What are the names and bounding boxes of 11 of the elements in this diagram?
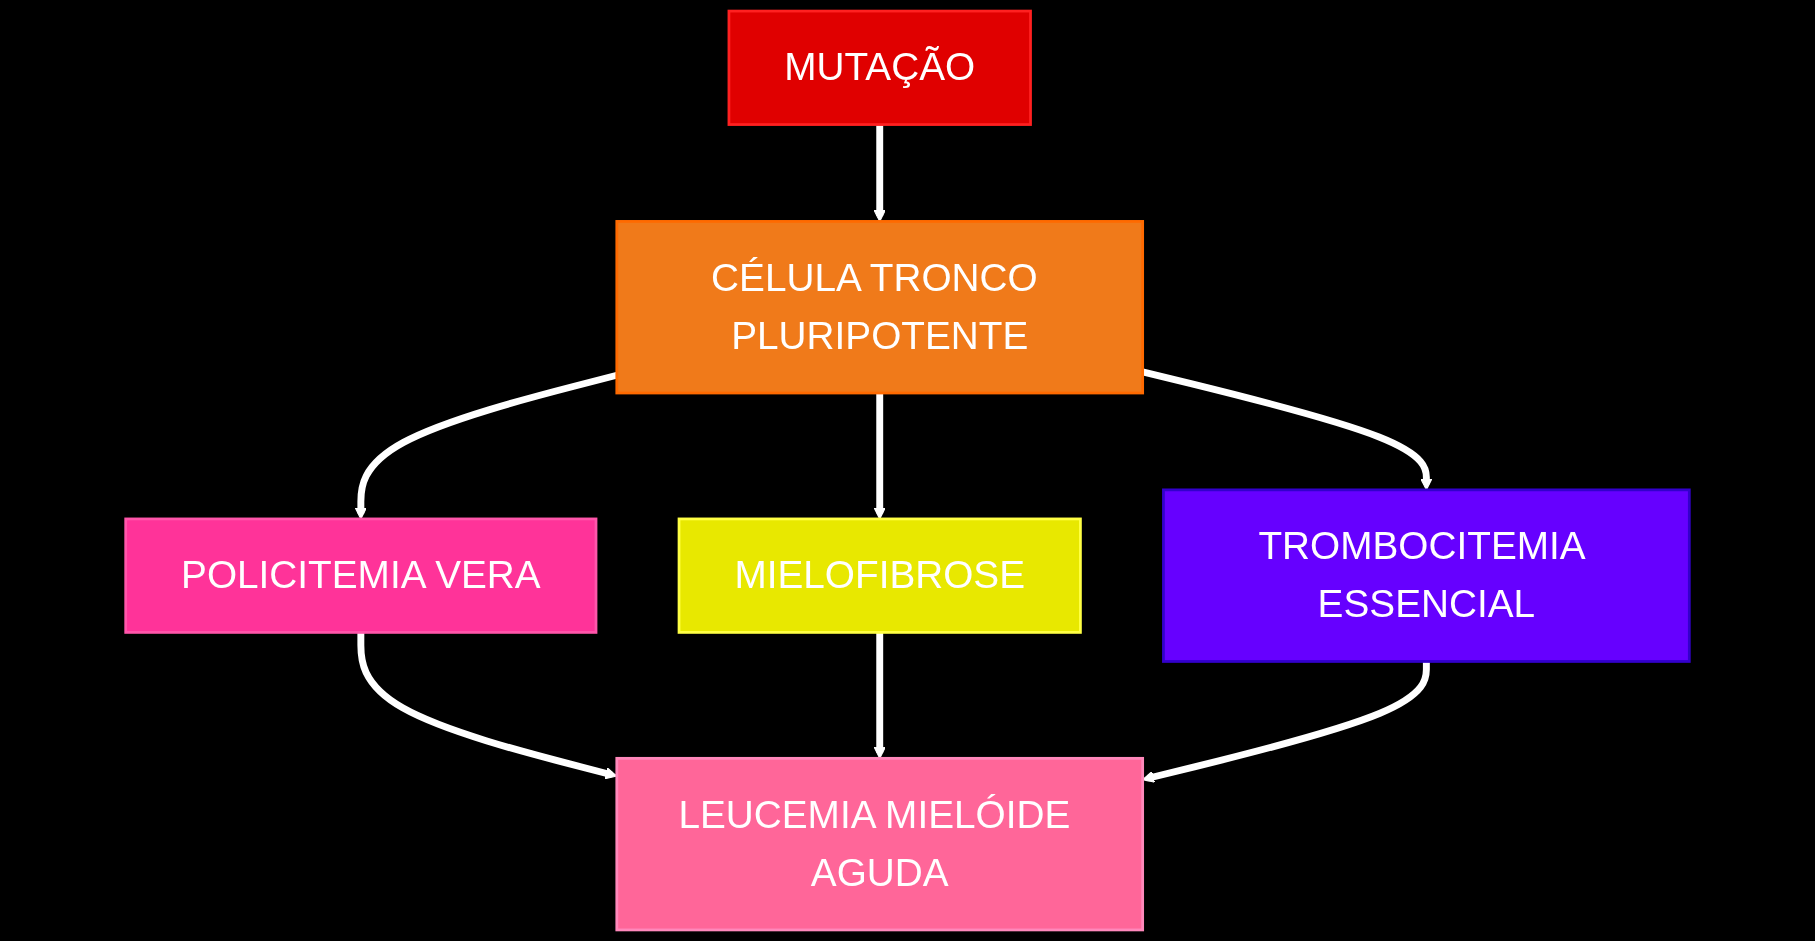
arrow <box>873 393 886 520</box>
node-box: POLICITEMIA VERA <box>124 517 598 634</box>
arrow <box>873 632 886 759</box>
arrow <box>873 124 886 222</box>
node-box: MIELOFIBROSE <box>677 517 1082 634</box>
node-box: CÉLULA TRONCO PLURIPOTENTE <box>615 220 1145 395</box>
node-box: TROMBOCITEMIA ESSENCIAL <box>1162 488 1691 663</box>
arrow <box>354 371 618 520</box>
arrow <box>1142 661 1430 783</box>
node-box: LEUCEMIA MIELÓIDE AGUDA <box>615 756 1145 932</box>
node-box: MUTAÇÃO <box>727 9 1032 126</box>
